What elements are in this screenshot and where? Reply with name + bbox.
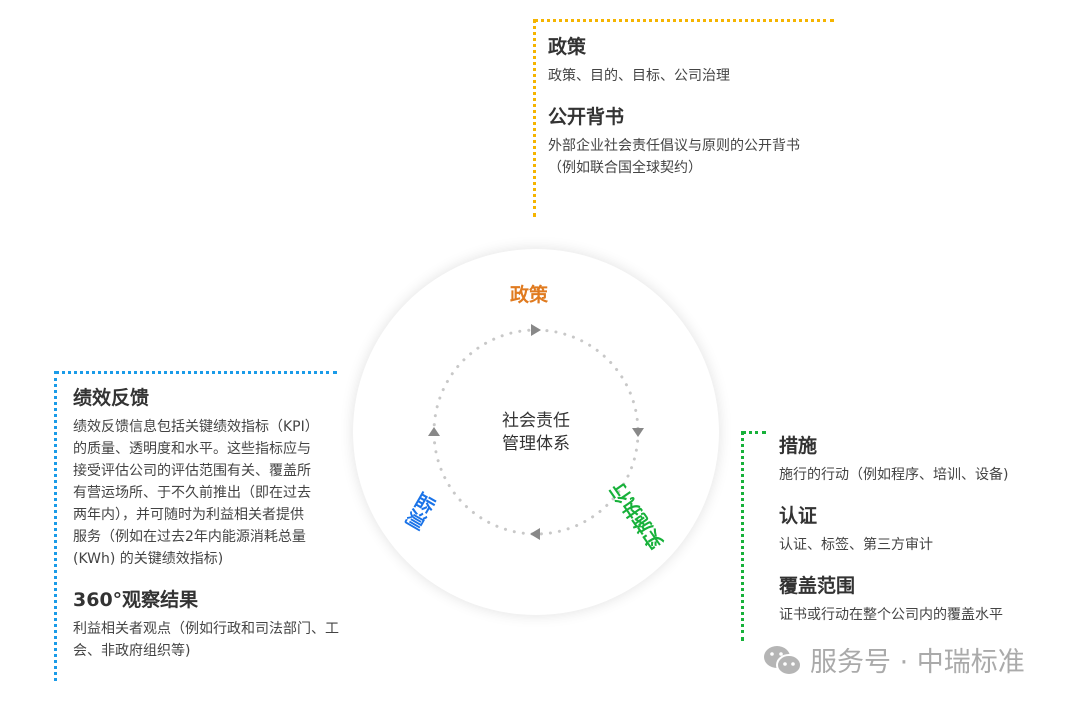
section-title: 360°观察结果 <box>73 589 199 611</box>
section-text: 认证、标签、第三方审计 <box>779 537 933 553</box>
center-line: 社会责任 <box>502 411 570 431</box>
top-box-border-h <box>534 19 834 22</box>
section-text: 证书或行动在整个公司内的覆盖水平 <box>779 607 1003 623</box>
section-title: 措施 <box>779 435 818 457</box>
cycle-center-label: 社会责任 管理体系 <box>476 410 596 456</box>
section-endorsement: 公开背书 外部企业社会责任倡议与原则的公开背书 （例如联合国全球契约） <box>548 105 848 179</box>
left-box-border-v <box>54 371 57 681</box>
arrow-top-icon <box>531 324 541 336</box>
cycle-ring <box>428 324 644 540</box>
cycle-circle <box>353 249 719 615</box>
section-title: 覆盖范围 <box>779 575 856 597</box>
arrow-right-icon <box>632 428 644 437</box>
watermark-text: 服务号 · 中瑞标准 <box>810 647 1025 678</box>
cycle-label-policy: 政策 <box>510 284 549 306</box>
section-360: 360°观察结果 利益相关者观点（例如行政和司法部门、工 会、非政府组织等) <box>73 588 393 662</box>
section-title: 认证 <box>779 505 818 527</box>
arrow-left-icon <box>428 427 440 436</box>
section-title: 绩效反馈 <box>73 387 150 409</box>
top-box: 政策 政策、目的、目标、公司治理 公开背书 外部企业社会责任倡议与原则的公开背书… <box>548 35 848 197</box>
section-text: 会、非政府组织等) <box>73 643 191 659</box>
left-box: 绩效反馈 绩效反馈信息包括关键绩效指标（KPI） 的质量、透明度和水平。这些指标… <box>73 386 393 680</box>
arrow-bottom-icon <box>530 528 540 540</box>
right-box-border-h <box>742 431 766 434</box>
section-text: 政策、目的、目标、公司治理 <box>548 68 730 84</box>
section-title: 公开背书 <box>548 106 625 128</box>
right-box: 措施 施行的行动（例如程序、培训、设备) 认证 认证、标签、第三方审计 覆盖范围… <box>779 434 1079 644</box>
center-line: 管理体系 <box>502 434 570 454</box>
section-text: 服务（例如在过去2年内能源消耗总量 <box>73 529 306 545</box>
section-text: 两年内），并可随时为利益相关者提供 <box>73 507 304 523</box>
section-text: 外部企业社会责任倡议与原则的公开背书 <box>548 138 800 154</box>
watermark: 服务号 · 中瑞标准 <box>762 640 1025 679</box>
section-text: (KWh) 的关键绩效指标) <box>73 551 224 567</box>
section-coverage: 覆盖范围 证书或行动在整个公司内的覆盖水平 <box>779 574 1079 626</box>
wechat-icon <box>764 645 802 676</box>
section-text: 的质量、透明度和水平。这些指标应与 <box>73 441 311 457</box>
top-box-border-v <box>533 19 536 217</box>
section-policy: 政策 政策、目的、目标、公司治理 <box>548 35 848 87</box>
section-title: 政策 <box>548 36 587 58</box>
section-text: 绩效反馈信息包括关键绩效指标（KPI） <box>73 419 319 435</box>
left-box-border-h <box>55 371 337 374</box>
section-text: 利益相关者观点（例如行政和司法部门、工 <box>73 621 339 637</box>
section-text: （例如联合国全球契约） <box>548 160 702 176</box>
section-performance-feedback: 绩效反馈 绩效反馈信息包括关键绩效指标（KPI） 的质量、透明度和水平。这些指标… <box>73 386 393 570</box>
section-certification: 认证 认证、标签、第三方审计 <box>779 504 1079 556</box>
section-measures: 措施 施行的行动（例如程序、培训、设备) <box>779 434 1079 486</box>
section-text: 有营运场所、于不久前推出（即在过去 <box>73 485 311 501</box>
right-box-border-v <box>741 431 744 641</box>
section-text: 施行的行动（例如程序、培训、设备) <box>779 467 1009 483</box>
section-text: 接受评估公司的评估范围有关、覆盖所 <box>73 463 311 479</box>
